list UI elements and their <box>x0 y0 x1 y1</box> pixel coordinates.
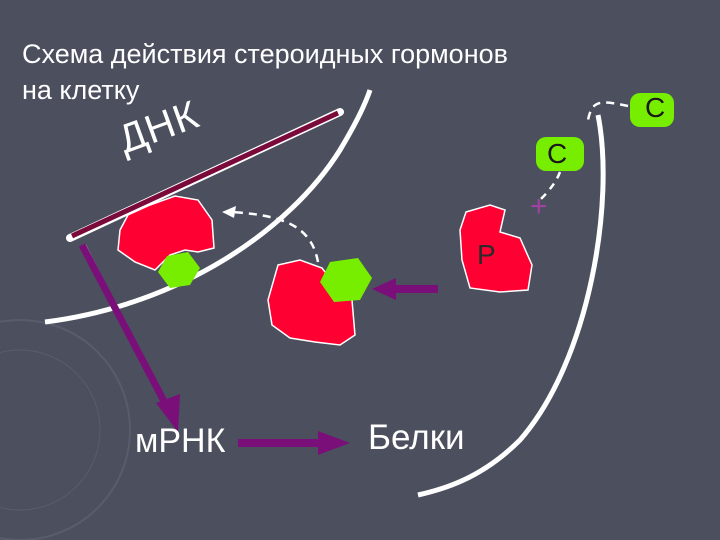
cytoplasm-hormone <box>320 258 372 302</box>
cytoplasm-receptor <box>267 259 356 346</box>
dashed-c-to-r <box>537 171 562 203</box>
compass-watermark <box>0 319 131 540</box>
dna-bound-receptor <box>117 195 215 271</box>
dashed-arrowhead <box>222 206 236 218</box>
proteins-label: Белки <box>368 418 465 457</box>
hormone-mid-box <box>536 137 584 171</box>
arrow-dna-to-mrna <box>78 243 180 432</box>
cell-membrane <box>417 114 606 498</box>
dashed-to-nucleus-path <box>229 210 320 263</box>
dna-bound-hormone <box>158 252 200 288</box>
dashed-entry-path <box>586 101 629 121</box>
plus-sign: + <box>530 190 548 223</box>
arrow-mrna-to-proteins <box>238 431 350 455</box>
hormone-top-box <box>630 93 674 127</box>
arrow-receptor-to-complex <box>372 278 438 300</box>
hormone-top-label: С <box>645 92 666 123</box>
dna-strand <box>66 108 344 242</box>
slide-title: Схема действия стероидных гормонов на кл… <box>22 39 508 105</box>
hormone-mid-label: С <box>547 138 568 169</box>
mrna-label: мРНК <box>135 422 226 460</box>
membrane-receptor <box>459 204 533 293</box>
nuclear-membrane <box>44 89 373 325</box>
receptor-label: Р <box>477 239 496 270</box>
